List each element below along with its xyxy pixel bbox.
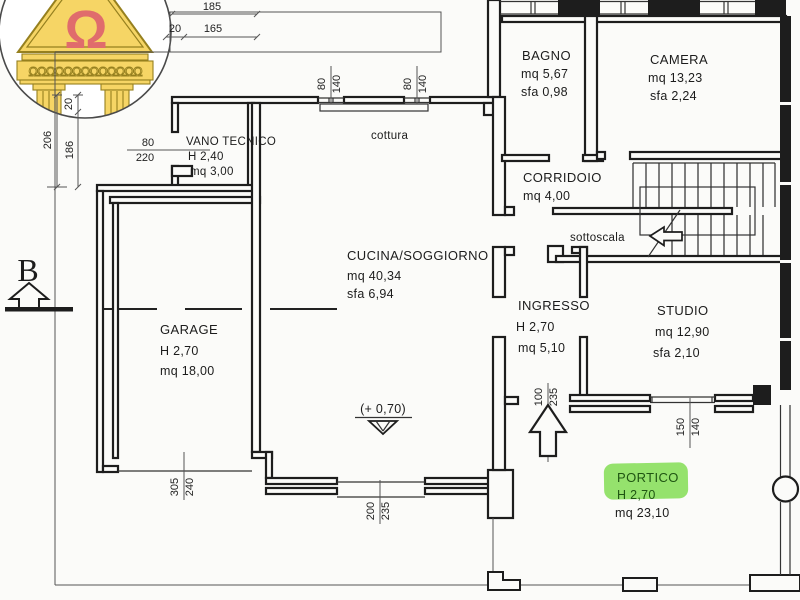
north-windows [500,0,786,16]
svg-text:140: 140 [417,75,429,93]
svg-text:206: 206 [42,131,54,149]
svg-text:185: 185 [203,1,221,13]
svg-text:(+ 0,70): (+ 0,70) [360,402,406,416]
svg-text:sfa 0,98: sfa 0,98 [521,85,568,99]
svg-text:CAMERA: CAMERA [650,52,708,67]
svg-text:GARAGE: GARAGE [160,322,218,337]
svg-text:mq 13,23: mq 13,23 [648,71,703,85]
room-label-garage: GARAGE H 2,70 mq 18,00 [160,322,218,378]
svg-text:200: 200 [365,502,377,520]
portico-structure [487,405,800,592]
svg-text:CUCINA/SOGGIORNO: CUCINA/SOGGIORNO [347,248,488,263]
svg-text:235: 235 [380,502,392,520]
room-label-bagno: BAGNO mq 5,67 sfa 0,98 [521,48,571,99]
svg-text:H 2,70: H 2,70 [160,344,199,358]
svg-text:220: 220 [136,152,154,164]
svg-text:sfa 2,10: sfa 2,10 [653,346,700,360]
stair-direction-arrow-icon [648,225,683,248]
svg-text:PORTICO: PORTICO [617,470,679,485]
svg-text:INGRESSO: INGRESSO [518,298,590,313]
svg-text:sfa 6,94: sfa 6,94 [347,287,394,301]
svg-text:20: 20 [63,98,75,110]
room-label-studio: STUDIO mq 12,90 sfa 2,10 [653,303,710,360]
svg-text:mq 5,10: mq 5,10 [518,341,565,355]
svg-text:CORRIDOIO: CORRIDOIO [523,170,602,185]
svg-text:235: 235 [548,388,560,406]
svg-text:20: 20 [169,23,181,35]
svg-text:VANO TECNICO: VANO TECNICO [186,136,276,148]
portico-highlight [603,462,689,500]
svg-text:mq 12,90: mq 12,90 [655,325,710,339]
logo-omega: Ω [64,0,107,60]
svg-text:80: 80 [316,78,328,90]
room-label-camera: CAMERA mq 13,23 sfa 2,24 [648,52,708,103]
svg-text:mq 23,10: mq 23,10 [615,506,670,520]
svg-text:H 2,70: H 2,70 [617,488,656,502]
svg-text:165: 165 [204,23,222,35]
svg-text:mq 3,00: mq 3,00 [190,166,234,178]
svg-text:BAGNO: BAGNO [522,48,571,63]
entrance-arrow [527,383,569,462]
svg-text:mq 4,00: mq 4,00 [523,189,570,203]
svg-text:150: 150 [675,418,687,436]
svg-text:80: 80 [142,137,154,149]
entrance-arrow-icon [527,403,569,458]
dimensions: 185 20 165 206 186 20 80 140 80 140 80 2… [42,1,702,524]
svg-text:80: 80 [402,78,414,90]
svg-text:mq 5,67: mq 5,67 [521,67,568,81]
label-cottura: cottura [371,130,409,142]
level-marker: (+ 0,70) [355,402,412,436]
section-line: B [5,252,337,312]
room-label-portico: PORTICO H 2,70 mq 23,10 [615,470,679,520]
svg-text:STUDIO: STUDIO [657,303,709,318]
room-label-sottoscala: sottoscala [570,232,625,244]
walls-left-block [95,95,515,520]
room-label-vano-tecnico: VANO TECNICO H 2,40 mq 3,00 [186,136,276,178]
svg-text:186: 186 [64,141,76,159]
svg-text:140: 140 [331,75,343,93]
section-arrow-icon [7,281,51,309]
column-icon [771,475,800,503]
room-label-cucina: CUCINA/SOGGIORNO mq 40,34 sfa 6,94 [347,248,488,301]
svg-text:305: 305 [169,478,181,496]
room-label-ingresso: INGRESSO H 2,70 mq 5,10 [516,298,590,355]
walls-right-block [486,0,791,472]
svg-text:sfa 2,24: sfa 2,24 [650,89,697,103]
logo-frieze: ΩΩΩΩΩΩΩΩΩΩΩΩΩ [28,64,143,79]
staircase [632,162,776,258]
svg-text:mq 18,00: mq 18,00 [160,364,215,378]
site-boundary [54,11,800,586]
svg-text:H 2,40: H 2,40 [188,151,224,163]
svg-text:140: 140 [690,418,702,436]
room-label-corridoio: CORRIDOIO mq 4,00 [523,170,602,203]
omega-logo: Ω ΩΩΩΩΩΩΩΩΩΩΩΩΩ [0,0,172,119]
svg-text:mq 40,34: mq 40,34 [347,269,402,283]
svg-text:240: 240 [184,478,196,496]
svg-text:H 2,70: H 2,70 [516,320,555,334]
svg-text:100: 100 [533,388,545,406]
room-labels: BAGNO mq 5,67 sfa 0,98 CAMERA mq 13,23 s… [160,48,710,520]
window-studio [650,396,715,404]
section-label: B [17,252,38,288]
